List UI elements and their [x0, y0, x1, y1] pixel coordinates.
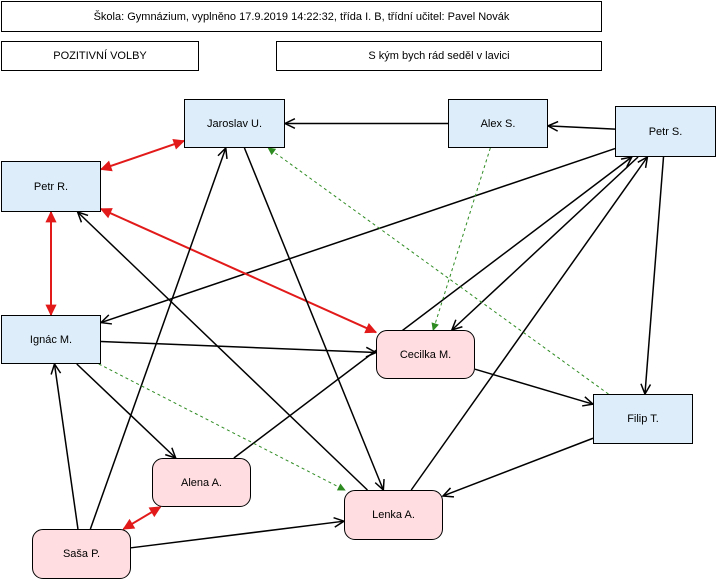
edge-line [100, 139, 185, 171]
node-label: Saša P. [62, 548, 101, 560]
choice-type: POZITIVNÍ VOLBY [53, 50, 147, 62]
edge-line [130, 520, 345, 549]
arrowhead [99, 160, 113, 172]
arrowhead [620, 155, 634, 168]
edge-line [644, 156, 665, 395]
question: S kým bych rád seděl v lavici [368, 50, 510, 62]
edge-line [77, 211, 368, 491]
edge-line [100, 340, 377, 354]
edge-alex-jaroslav [283, 118, 448, 129]
edge-line [268, 147, 609, 395]
edge-lenka-petr_s [410, 155, 649, 491]
edge-lenka-petr_r [76, 210, 368, 491]
edge-sasa-jaroslav [89, 146, 228, 530]
node-label: Cecilka M. [399, 348, 452, 361]
edge-alena-sasa [122, 506, 162, 530]
edge-sasa-lenka [130, 516, 346, 549]
arrowhead [99, 208, 113, 219]
arrowhead [336, 483, 346, 491]
arrowhead [364, 322, 378, 334]
arrowhead [45, 304, 57, 317]
arrowhead [148, 506, 162, 518]
edge-petr_s-ignac [99, 147, 616, 325]
arrowhead [45, 210, 57, 223]
node-petr-s[interactable]: Petr S. [615, 106, 716, 157]
arrowhead [267, 147, 277, 156]
edge-jaroslav-petr_r [99, 138, 186, 172]
edge-alex-cecilka [431, 147, 491, 332]
node-label: Lenka A. [372, 509, 415, 521]
edge-ignac-lenka [98, 363, 346, 491]
node-cecilka[interactable]: Cecilka M. [376, 330, 475, 379]
edge-filip-lenka [441, 437, 594, 498]
arrowhead [546, 120, 559, 132]
node-label: Petr S. [648, 125, 683, 138]
edge-line [100, 208, 377, 334]
question-box: S kým bych rád seděl v lavici [276, 41, 602, 71]
node-label: Alena A. [181, 476, 222, 489]
edge-petr_r-cecilka [99, 208, 378, 334]
edge-petr_s-filip [640, 156, 665, 396]
arrowhead [441, 487, 455, 498]
node-label: Filip T. [627, 413, 659, 425]
header-info: Škola: Gymnázium, vyplněno 17.9.2019 14:… [93, 10, 510, 23]
arrowhead [76, 210, 89, 223]
node-label: Ignác M. [29, 333, 73, 346]
edge-line [547, 125, 616, 130]
node-label: Jaroslav U. [206, 117, 263, 130]
edge-line [432, 147, 491, 331]
choice-type-box: POZITIVNÍ VOLBY [1, 41, 199, 71]
arrowhead [99, 314, 113, 325]
node-petr-r[interactable]: Petr R. [1, 161, 101, 212]
edge-line [474, 368, 594, 405]
arrowhead [122, 518, 136, 530]
edge-line [89, 147, 227, 530]
node-ignac[interactable]: Ignác M. [1, 315, 101, 364]
node-alex[interactable]: Alex S. [448, 99, 548, 148]
node-alena[interactable]: Alena A. [152, 458, 251, 507]
header-info-box: Škola: Gymnázium, vyplněno 17.9.2019 14:… [1, 1, 602, 32]
edge-line [410, 156, 649, 491]
node-jaroslav[interactable]: Jaroslav U. [184, 99, 285, 148]
node-lenka[interactable]: Lenka A. [344, 490, 443, 540]
arrowhead [217, 146, 228, 160]
node-label: Alex S. [480, 117, 516, 130]
edge-line [53, 363, 79, 530]
node-filip[interactable]: Filip T. [593, 394, 693, 444]
arrowhead [431, 322, 439, 332]
edge-line [233, 156, 633, 459]
edge-petr_r-ignac [45, 210, 57, 317]
arrowhead [172, 138, 186, 150]
edge-filip-jaroslav [267, 147, 609, 395]
edge-alena-petr_s [233, 155, 634, 459]
arrowhead [637, 155, 649, 168]
edge-ignac-cecilka [100, 340, 378, 358]
edge-line [442, 437, 594, 497]
arrowhead [283, 118, 296, 129]
edge-line [100, 147, 616, 324]
node-sasa[interactable]: Saša P. [32, 529, 131, 579]
arrowhead [50, 362, 62, 375]
edge-line [243, 147, 385, 491]
edge-line [76, 363, 177, 459]
edge-line [98, 363, 345, 491]
edge-petr_s-alex [546, 120, 616, 132]
edge-sasa-ignac [50, 362, 79, 530]
edge-line [451, 156, 639, 331]
node-label: Petr R. [33, 180, 69, 193]
